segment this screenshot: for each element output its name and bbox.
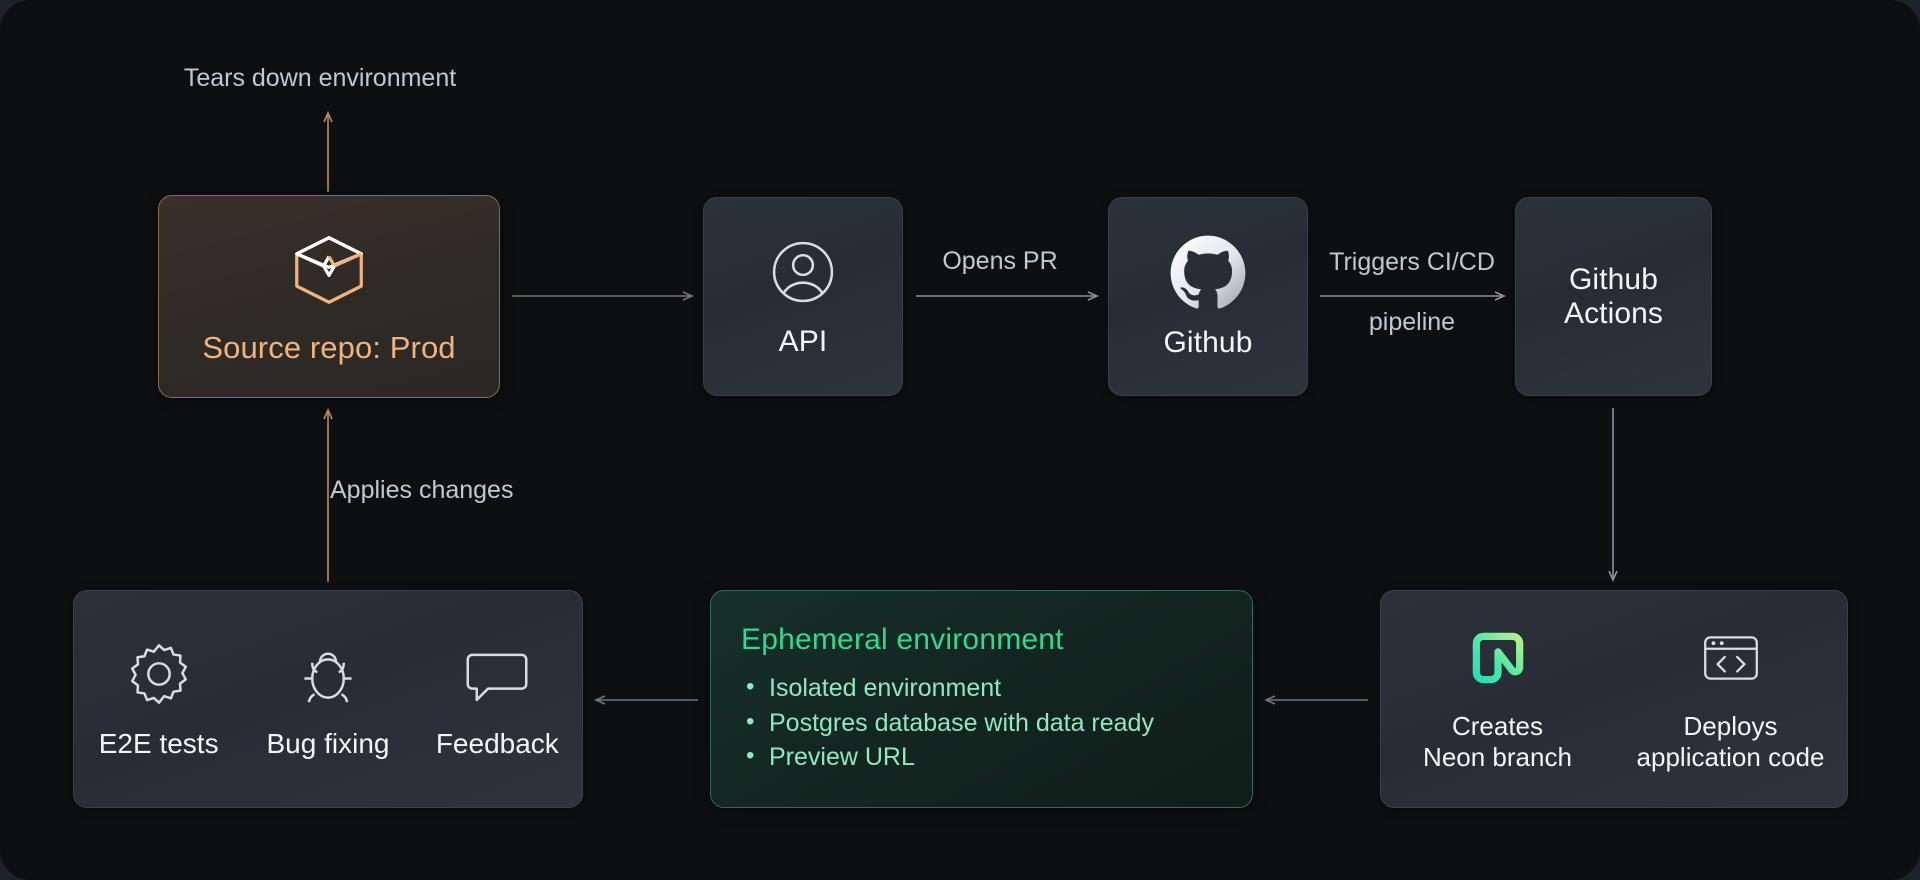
- triggers-line2: pipeline: [1368, 308, 1456, 336]
- gear-icon: [123, 638, 195, 710]
- tool-label-bug-fixing: Bug fixing: [266, 728, 390, 759]
- node-source-repo[interactable]: Source repo: Prod: [158, 195, 500, 398]
- connector-label-tears-down: Tears down environment: [183, 64, 457, 92]
- list-item: Preview URL: [741, 739, 1154, 775]
- triggers-line1: Triggers CI/CD: [1329, 248, 1495, 276]
- node-neon-deploy[interactable]: Creates Neon branch Deploys application …: [1380, 590, 1848, 808]
- ephemeral-title: Ephemeral environment: [741, 623, 1064, 657]
- item-label-deploys-application-code: Deploys application code: [1637, 711, 1825, 772]
- node-label-source-repo: Source repo: Prod: [202, 330, 456, 366]
- github-actions-line2: Actions: [1563, 296, 1664, 330]
- connector-label-opens-pr: Opens PR: [942, 247, 1058, 275]
- node-github[interactable]: Github: [1108, 197, 1308, 396]
- node-ephemeral-environment[interactable]: Ephemeral environment Isolated environme…: [710, 590, 1253, 808]
- tool-feedback[interactable]: Feedback: [413, 638, 582, 760]
- node-label-api: API: [778, 324, 828, 358]
- package-box-icon: [286, 227, 372, 313]
- item-deploys-application-code[interactable]: Deploys application code: [1614, 625, 1847, 772]
- tool-bug-fixing[interactable]: Bug fixing: [243, 638, 412, 760]
- node-github-actions[interactable]: Github Actions: [1515, 197, 1712, 396]
- node-tools[interactable]: E2E tests Bug fixing: [73, 590, 583, 808]
- deploys-line2: application code: [1636, 742, 1825, 772]
- node-label-github-actions: Github Actions: [1564, 263, 1663, 330]
- deploys-line1: Deploys: [1683, 711, 1778, 742]
- github-octocat-icon: [1169, 234, 1247, 312]
- list-item: Isolated environment: [741, 670, 1154, 706]
- creates-line2: Neon branch: [1423, 742, 1572, 772]
- node-api[interactable]: API: [703, 197, 903, 396]
- list-item: Postgres database with data ready: [741, 705, 1154, 741]
- item-label-creates-neon-branch: Creates Neon branch: [1423, 711, 1572, 772]
- bug-icon: [292, 638, 364, 710]
- item-creates-neon-branch[interactable]: Creates Neon branch: [1381, 625, 1614, 772]
- speech-bubble-icon: [461, 638, 533, 710]
- code-window-icon: [1698, 625, 1764, 691]
- ephemeral-feature-list: Isolated environment Postgres database w…: [741, 670, 1154, 775]
- tool-label-feedback: Feedback: [435, 728, 559, 759]
- creates-line1: Creates: [1451, 711, 1544, 742]
- tool-e2e-tests[interactable]: E2E tests: [74, 638, 243, 760]
- node-label-github: Github: [1163, 325, 1253, 359]
- neon-logo-icon: [1465, 625, 1531, 691]
- connector-label-applies-changes: Applies changes: [330, 476, 514, 504]
- github-actions-line1: Github: [1569, 262, 1658, 296]
- connector-label-triggers-cicd: Triggers CI/CD pipeline: [1312, 217, 1512, 337]
- tool-label-e2e-tests: E2E tests: [98, 728, 219, 759]
- user-circle-icon: [766, 235, 840, 309]
